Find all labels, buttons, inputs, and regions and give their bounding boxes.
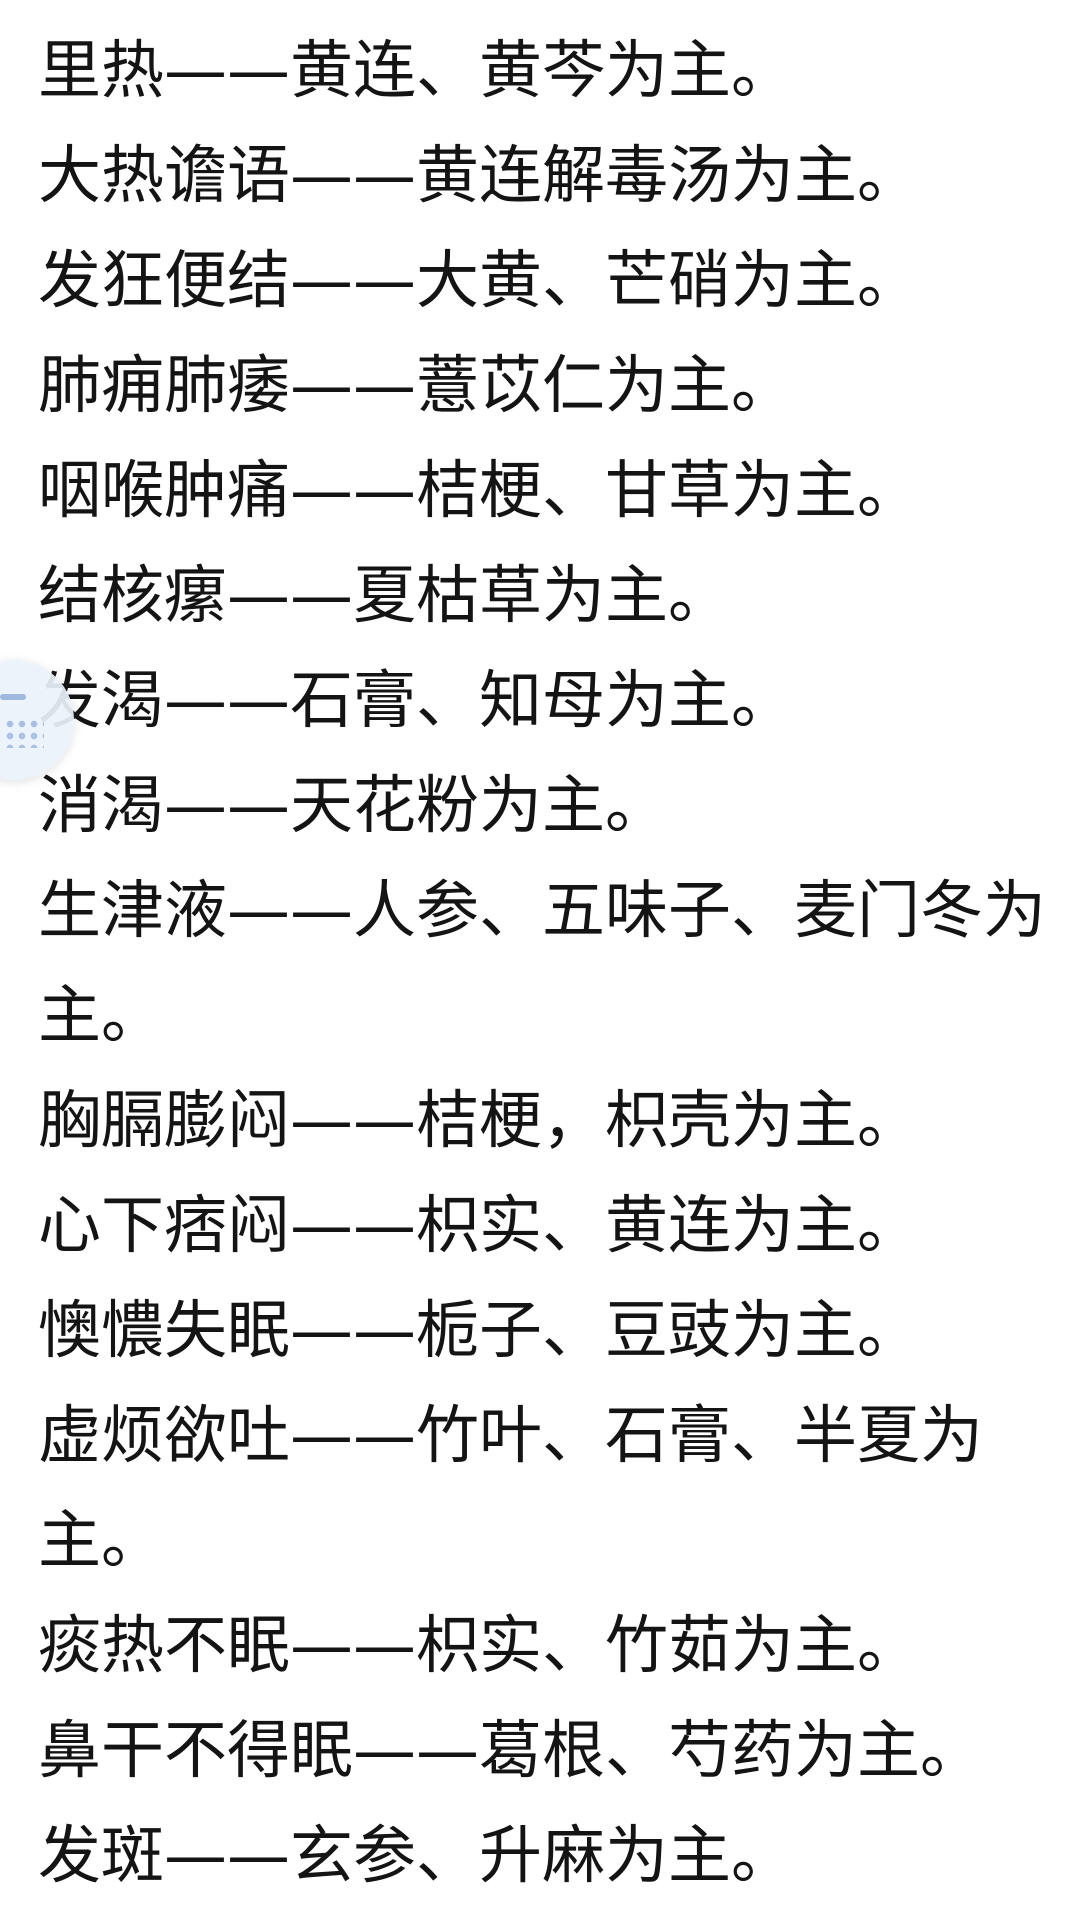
text-line-16: 发斑——玄参、升麻为主。 <box>38 1819 794 1892</box>
text-line-11: 心下痞闷——枳实、黄连为主。 <box>38 1189 920 1262</box>
text-line-14: 痰热不眠——枳实、竹茹为主。 <box>38 1609 920 1682</box>
text-line-12: 懊憹失眠——栀子、豆豉为主。 <box>38 1294 920 1367</box>
floating-assistant-icon <box>0 694 26 700</box>
article-text: 里热——黄连、黄芩为主。 大热谵语——黄连解毒汤为主。 发狂便结——大黄、芒硝为… <box>38 18 1063 1908</box>
text-line-4: 肺痈肺痿——薏苡仁为主。 <box>38 349 794 422</box>
text-line-13: 虚烦欲吐——竹叶、石膏、半夏为主。 <box>38 1399 983 1577</box>
text-line-5: 咽喉肿痛——桔梗、甘草为主。 <box>38 454 920 527</box>
text-line-9: 生津液——人参、五味子、麦门冬为主。 <box>38 874 1046 1052</box>
text-line-6: 结核瘰——夏枯草为主。 <box>38 559 731 632</box>
text-line-10: 胸膈膨闷——桔梗，枳壳为主。 <box>38 1084 920 1157</box>
text-line-3: 发狂便结——大黄、芒硝为主。 <box>38 244 920 317</box>
text-line-2: 大热谵语——黄连解毒汤为主。 <box>38 139 920 212</box>
text-line-15: 鼻干不得眠——葛根、芍药为主。 <box>38 1714 983 1787</box>
text-line-8: 消渴——天花粉为主。 <box>38 769 668 842</box>
text-line-7: 发渴——石膏、知母为主。 <box>38 664 794 737</box>
text-line-1: 里热——黄连、黄芩为主。 <box>38 34 794 107</box>
dots-pattern-icon <box>4 718 44 748</box>
